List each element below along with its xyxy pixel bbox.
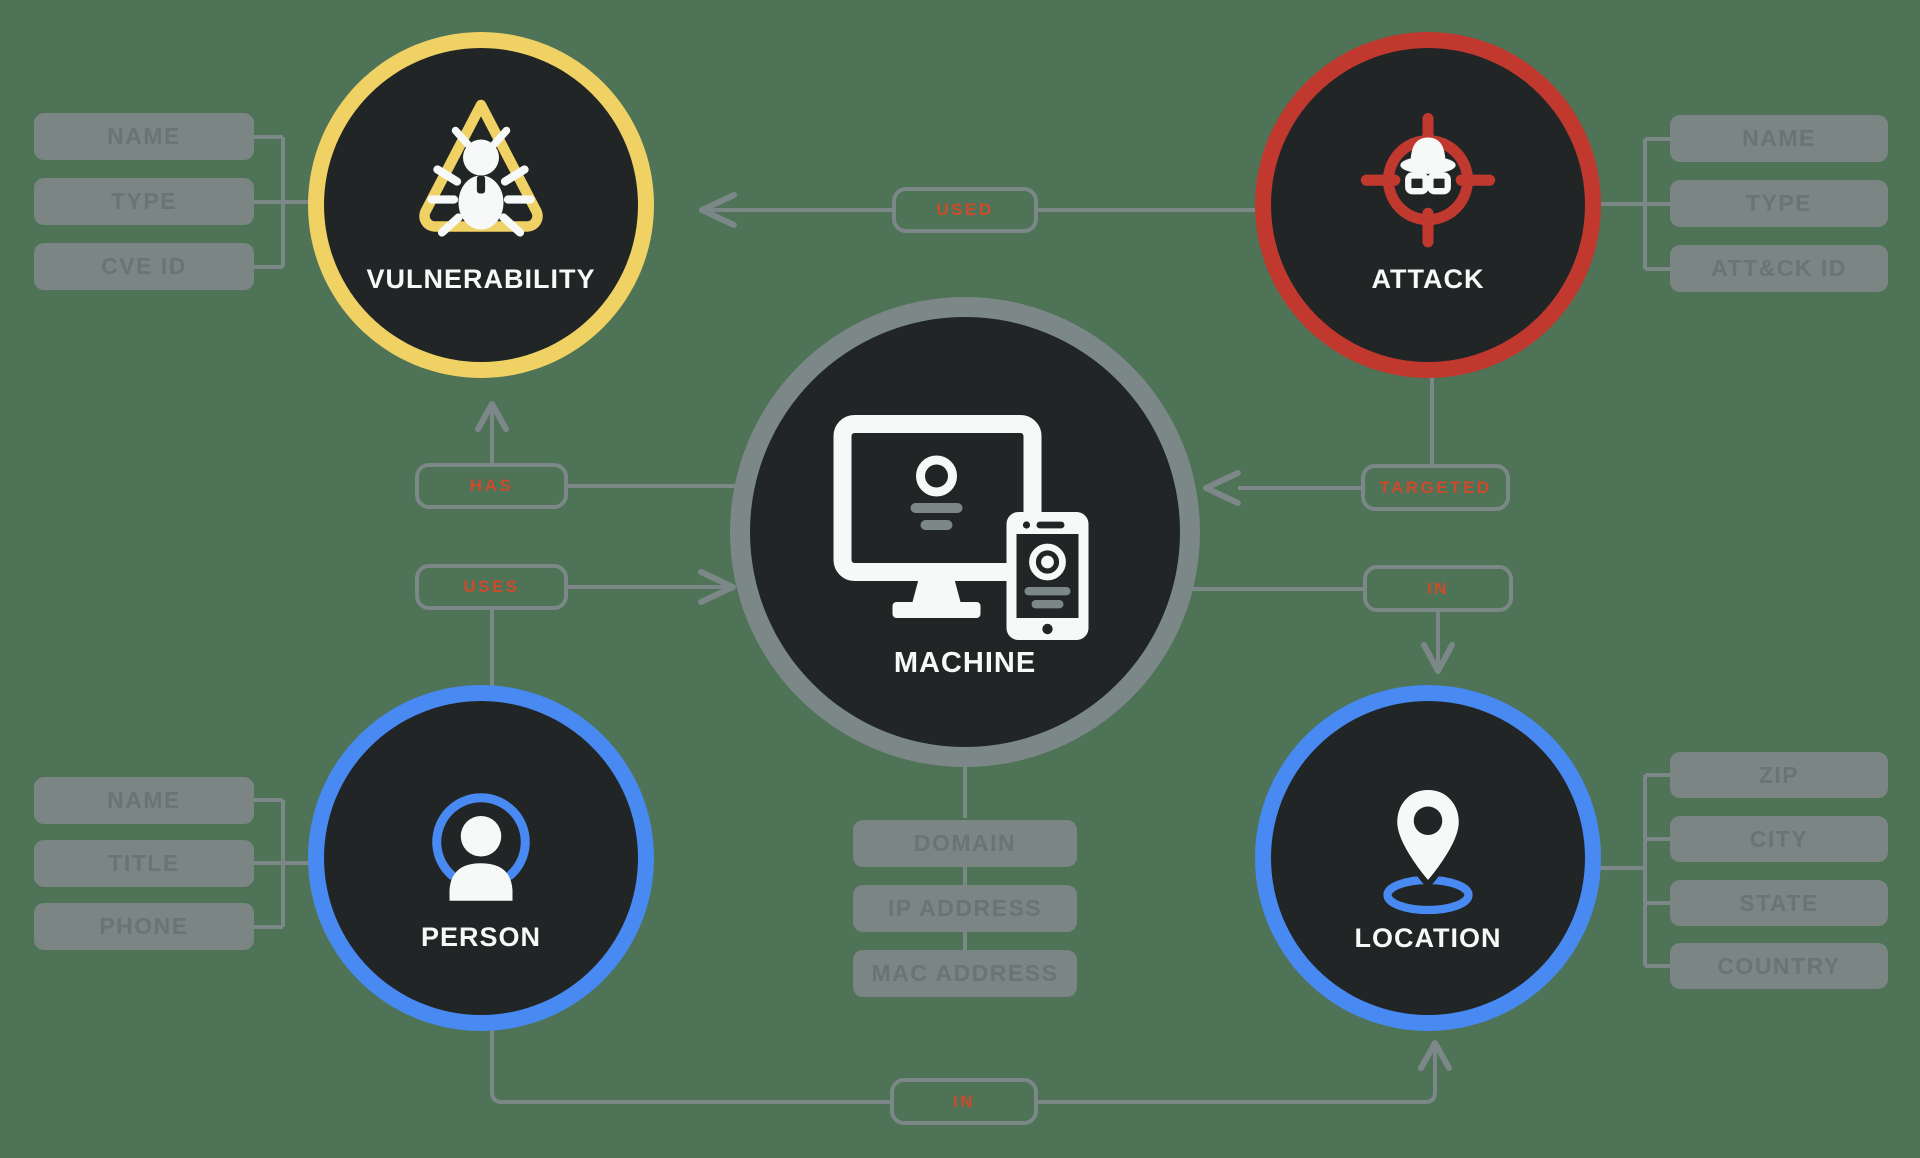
node-location: LOCATION <box>1255 685 1601 1031</box>
relationship-uses: USES <box>415 564 568 610</box>
vulnerability-attr-name: NAME <box>34 113 254 160</box>
relationship-has: HAS <box>415 463 568 509</box>
node-person: PERSON <box>308 685 654 1031</box>
person-attr-phone-label: PHONE <box>99 913 189 939</box>
machine-attr-domain: DOMAIN <box>853 820 1077 867</box>
computer-devices-icon <box>833 415 1089 640</box>
attack-attr-attck-id: ATT&CK ID <box>1670 245 1888 292</box>
machine-attr-mac-address: MAC ADDRESS <box>853 950 1077 997</box>
attack-attr-type: TYPE <box>1670 180 1888 227</box>
person-attr-title-label: TITLE <box>108 850 180 876</box>
location-attr-state-label: STATE <box>1739 889 1819 916</box>
machine-attr-ip-address-label: IP ADDRESS <box>887 895 1043 921</box>
vulnerability-label: VULNERABILITY <box>366 264 596 294</box>
relationship-targeted-label: TARGETED <box>1379 477 1492 497</box>
vulnerability-attr-cve-id: CVE ID <box>34 243 254 290</box>
node-person-body <box>324 701 638 1015</box>
location-attr-country-label: COUNTRY <box>1717 952 1841 979</box>
relationship-has-label: HAS <box>469 476 514 495</box>
machine-label: MACHINE <box>893 647 1037 679</box>
person-attribute-connectors <box>254 798 315 929</box>
edge-attack-targeted-machine <box>1203 374 1434 506</box>
vulnerability-attr-type: TYPE <box>34 178 254 225</box>
relationship-in-person-location: IN <box>890 1078 1038 1125</box>
relationship-in-machine-location-label: IN <box>1427 578 1449 598</box>
location-attribute-connectors <box>1595 773 1670 968</box>
attack-attr-attck-id-label: ATT&CK ID <box>1711 255 1847 281</box>
location-attr-city-label: CITY <box>1749 825 1809 852</box>
node-attack-body <box>1271 48 1585 362</box>
user-icon <box>432 793 530 901</box>
relationship-used: USED <box>892 187 1038 233</box>
edge-attack-used-vulnerability <box>699 192 1260 228</box>
person-attr-name-label: NAME <box>107 787 181 813</box>
map-pin-icon <box>1383 783 1473 915</box>
location-attr-state: STATE <box>1670 880 1888 926</box>
node-machine-body <box>750 317 1180 747</box>
node-machine: MACHINE <box>730 297 1200 767</box>
attack-attr-name: NAME <box>1670 115 1888 162</box>
edge-machine-in-location <box>1188 587 1455 674</box>
attack-label: ATTACK <box>1371 264 1485 294</box>
node-attack: ATTACK <box>1255 32 1601 378</box>
attack-attr-name-label: NAME <box>1742 125 1816 151</box>
location-attr-country: COUNTRY <box>1670 943 1888 989</box>
location-attr-city: CITY <box>1670 816 1888 862</box>
attack-attr-type-label: TYPE <box>1745 190 1813 216</box>
machine-attr-ip-address: IP ADDRESS <box>853 885 1077 932</box>
vulnerability-attr-type-label: TYPE <box>110 188 178 214</box>
person-attr-name: NAME <box>34 777 254 824</box>
attack-attribute-connectors <box>1595 137 1670 271</box>
location-attr-zip: ZIP <box>1670 752 1888 798</box>
node-vulnerability: VULNERABILITY <box>308 32 654 378</box>
vulnerability-attribute-connectors <box>254 135 315 269</box>
machine-attr-domain-label: DOMAIN <box>913 830 1017 856</box>
relationship-in-person-location-label: IN <box>953 1091 975 1111</box>
machine-attr-mac-address-label: MAC ADDRESS <box>871 960 1059 986</box>
vulnerability-attr-name-label: NAME <box>107 123 181 149</box>
edge-machine-has-vulnerability <box>475 401 740 488</box>
person-attr-phone: PHONE <box>34 903 254 950</box>
edge-person-uses-machine <box>490 569 736 688</box>
edge-person-in-location <box>490 1028 1452 1104</box>
person-attr-title: TITLE <box>34 840 254 887</box>
relationship-targeted: TARGETED <box>1361 464 1510 511</box>
bug-warning-triangle-icon <box>419 99 543 237</box>
location-label: LOCATION <box>1354 923 1502 953</box>
person-label: PERSON <box>420 922 542 952</box>
relationship-in-machine-location: IN <box>1363 565 1513 612</box>
vulnerability-attr-cve-id-label: CVE ID <box>101 253 187 279</box>
location-attr-zip-label: ZIP <box>1758 761 1800 788</box>
spy-crosshair-icon <box>1360 113 1496 248</box>
relationship-uses-label: USES <box>463 577 520 596</box>
relationship-used-label: USED <box>936 200 994 219</box>
